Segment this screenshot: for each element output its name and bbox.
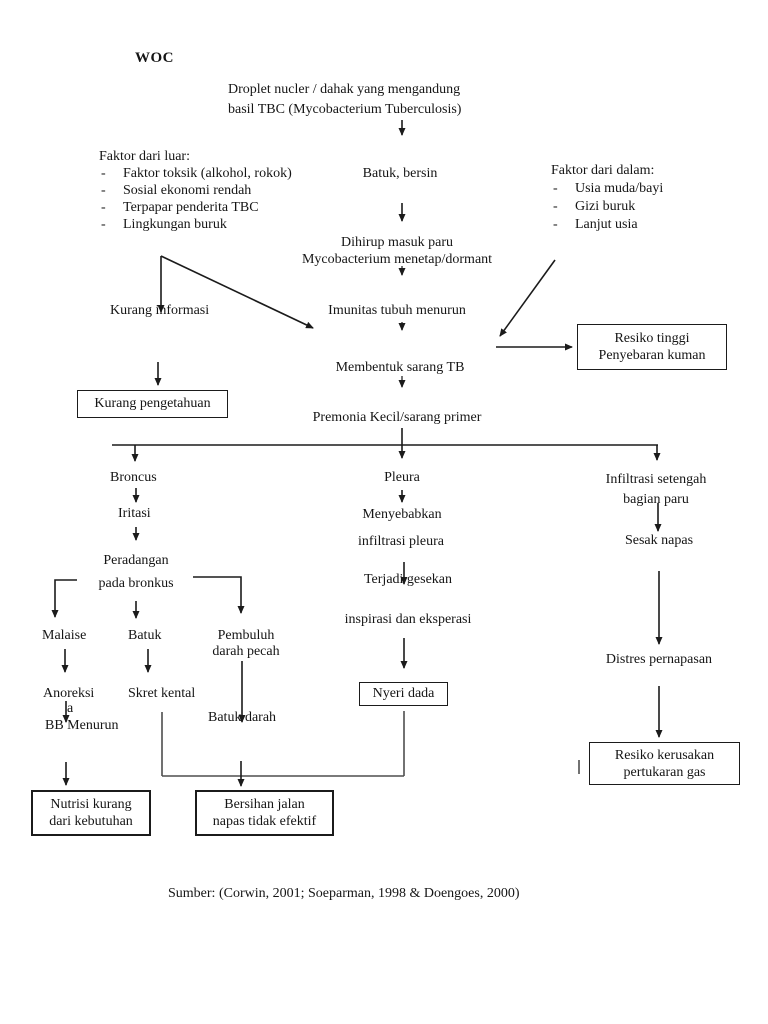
- node-bb-menurun: BB Menurun: [45, 718, 119, 733]
- box-label: Nyeri dada: [372, 686, 435, 701]
- node-imunitas-menurun: Imunitas tubuh menurun: [328, 303, 466, 318]
- node-kurang-informasi: Kurang informasi: [110, 303, 210, 318]
- node-pleura: Pleura: [384, 470, 420, 485]
- node-malaise: Malaise: [42, 628, 87, 643]
- list-dash: -: [553, 181, 558, 196]
- box-label: Kurang pengetahuan: [94, 396, 211, 411]
- node-membentuk-sarang: Membentuk sarang TB: [335, 360, 465, 375]
- arrow-faktorluar-to-imunitas: [160, 255, 314, 329]
- faktor-luar-heading: Faktor dari luar:: [99, 149, 190, 164]
- list-text: Gizi buruk: [575, 199, 636, 214]
- page-title: WOC: [135, 50, 174, 66]
- arrow-peradangan-to-pembuluh: [193, 576, 245, 614]
- node-distres: Distres pernapasan: [605, 652, 713, 667]
- node-infiltrasi-pleura: infiltrasi pleura: [358, 534, 444, 549]
- node-pembuluh-darah: Pembuluh darah pecah: [212, 628, 280, 659]
- node-sesak-napas: Sesak napas: [624, 533, 694, 548]
- list-text: Faktor toksik (alkohol, rokok): [123, 166, 292, 181]
- source-caption: Sumber: (Corwin, 2001; Soeparman, 1998 &…: [168, 886, 520, 901]
- list-text: Usia muda/bayi: [575, 181, 664, 196]
- list-text: Sosial ekonomi rendah: [123, 183, 252, 198]
- node-infiltrasi-setengah: Infiltrasi setengah bagian paru: [605, 472, 707, 507]
- node-box-nutrisi-kurang: Nutrisi kurang dari kebutuhan: [31, 790, 151, 836]
- node-terjadi-gesekan: Terjadi gesekan: [363, 572, 453, 587]
- node-box-resiko-kerusakan: Resiko kerusakan pertukaran gas: [589, 742, 740, 785]
- list-text: Lingkungan buruk: [123, 217, 227, 232]
- node-broncus: Broncus: [110, 470, 157, 485]
- box-label: Resiko tinggi Penyebaran kuman: [598, 331, 706, 363]
- list-dash: -: [101, 217, 106, 232]
- list-text: Terpapar penderita TBC: [123, 200, 259, 215]
- list-text: Lanjut usia: [575, 217, 638, 232]
- node-menyebabkan: Menyebabkan: [362, 507, 442, 522]
- arrow-faktordalam-to-junction: [499, 259, 556, 337]
- node-peradangan: Peradangan pada bronkus: [98, 553, 174, 591]
- node-skret-kental: Skret kental: [128, 686, 196, 701]
- list-dash: -: [101, 200, 106, 215]
- node-droplet: Droplet nucler / dahak yang mengandung b…: [228, 82, 462, 117]
- list-dash: -: [553, 217, 558, 232]
- node-anoreksia-line2: a: [67, 701, 74, 716]
- node-inspirasi-eksperasi: inspirasi dan eksperasi: [344, 612, 472, 627]
- faktor-dalam-heading: Faktor dari dalam:: [551, 163, 655, 178]
- arrow-peradangan-to-malaise: [51, 579, 77, 618]
- box-label: Resiko kerusakan pertukaran gas: [614, 747, 715, 780]
- node-box-bersihan-jalan: Bersihan jalan napas tidak efektif: [195, 790, 334, 836]
- box-label: Bersihan jalan napas tidak efektif: [212, 797, 317, 829]
- box-label: Nutrisi kurang dari kebutuhan: [49, 797, 133, 829]
- node-iritasi: Iritasi: [118, 506, 151, 521]
- node-batuk-bersin: Batuk, bersin: [362, 166, 438, 181]
- node-box-kurang-pengetahuan: Kurang pengetahuan: [77, 390, 228, 418]
- list-dash: -: [553, 199, 558, 214]
- node-batuk: Batuk: [128, 628, 162, 643]
- list-dash: -: [101, 183, 106, 198]
- node-box-nyeri-dada: Nyeri dada: [359, 682, 448, 706]
- node-box-resiko-tinggi: Resiko tinggi Penyebaran kuman: [577, 324, 727, 370]
- node-batuk-darah: Batuk darah: [208, 710, 277, 725]
- node-anoreksia-line1: Anoreksi: [43, 686, 95, 701]
- node-premonia: Premonia Kecil/sarang primer: [312, 410, 482, 425]
- list-dash: -: [101, 166, 106, 181]
- node-dihirup: Dihirup masuk paru Mycobacterium menetap…: [301, 235, 493, 267]
